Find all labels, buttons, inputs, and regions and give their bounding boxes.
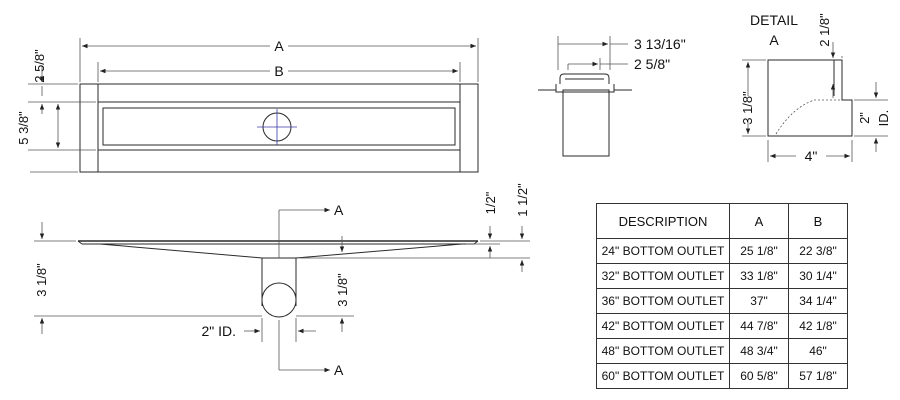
table-header-a: A [729, 203, 789, 239]
table-header-b: B [788, 203, 848, 239]
table-cell-a: 48 3/4" [729, 338, 789, 364]
detail-id-dim-label: 2" [857, 112, 872, 124]
table-row: 60" BOTTOM OUTLET 60 5/8" 57 1/8" [596, 363, 848, 389]
table-cell-description: 42" BOTTOM OUTLET [596, 313, 730, 339]
table-cell-a: 33 1/8" [729, 263, 789, 289]
detail-width-dim-label: 4" [805, 148, 818, 164]
section-view: A A 3 1/8" 3 1/8" 1/2" 1 1/2" 2" ID. [34, 183, 530, 378]
plan-view: A B 2 5/8" 5 3/8" [16, 38, 479, 173]
detail-subtitle: A [769, 32, 779, 48]
detail-top-dim-label: 2 1/8" [817, 13, 832, 47]
dim-top-height-label: 2 5/8" [32, 49, 47, 83]
table-row: 42" BOTTOM OUTLET 44 7/8" 42 1/8" [596, 313, 848, 339]
table-cell-a: 60 5/8" [729, 363, 789, 389]
detail-title: DETAIL [750, 12, 798, 28]
table-cell-description: 32" BOTTOM OUTLET [596, 263, 730, 289]
table-cell-a: 37" [729, 288, 789, 314]
section-center-height-label: 3 1/8" [335, 273, 350, 307]
dim-a-label: A [274, 38, 284, 54]
end-view: 3 13/16" 2 5/8" [538, 36, 686, 157]
table-cell-description: 36" BOTTOM OUTLET [596, 288, 730, 314]
dim-b-label: B [274, 63, 283, 79]
detail-side-dim-label: 3 1/8" [740, 91, 755, 125]
dim-inner-width-label: 2 5/8" [634, 56, 670, 72]
table-cell-b: 46" [788, 338, 848, 364]
table-cell-description: 60" BOTTOM OUTLET [596, 363, 730, 389]
table-row: 36" BOTTOM OUTLET 37" 34 1/4" [596, 288, 848, 314]
table-cell-b: 57 1/8" [788, 363, 848, 389]
dim-body-height-label: 5 3/8" [16, 111, 31, 145]
detail-a: DETAIL A 2 1/8" 3 1/8" 4" 2" ID. [740, 12, 891, 164]
table-cell-description: 24" BOTTOM OUTLET [596, 238, 730, 264]
table-cell-b: 22 3/8" [788, 238, 848, 264]
table-row: 24" BOTTOM OUTLET 25 1/8" 22 3/8" [596, 238, 848, 264]
section-pipe-id-label: 2" ID. [201, 323, 236, 339]
section-cut-bottom-label: A [334, 362, 344, 378]
section-cut-top-label: A [334, 202, 344, 218]
table-row: 48" BOTTOM OUTLET 48 3/4" 46" [596, 338, 848, 364]
table-header-description: DESCRIPTION [596, 203, 730, 239]
dim-outer-width-label: 3 13/16" [634, 36, 686, 52]
table-cell-b: 30 1/4" [788, 263, 848, 289]
table-row: 32" BOTTOM OUTLET 33 1/8" 30 1/4" [596, 263, 848, 289]
detail-id-text: ID. [876, 110, 891, 127]
table-cell-b: 42 1/8" [788, 313, 848, 339]
table-header-row: DESCRIPTION A B [596, 203, 848, 239]
section-half-inch-label: 1/2" [483, 191, 498, 214]
section-left-height-label: 3 1/8" [34, 263, 49, 297]
table-cell-description: 48" BOTTOM OUTLET [596, 338, 730, 364]
table-cell-a: 44 7/8" [729, 313, 789, 339]
table-cell-a: 25 1/8" [729, 238, 789, 264]
table-cell-b: 34 1/4" [788, 288, 848, 314]
outlet-size-table: DESCRIPTION A B 24" BOTTOM OUTLET 25 1/8… [596, 203, 848, 389]
section-one-half-inch-label: 1 1/2" [515, 183, 530, 217]
